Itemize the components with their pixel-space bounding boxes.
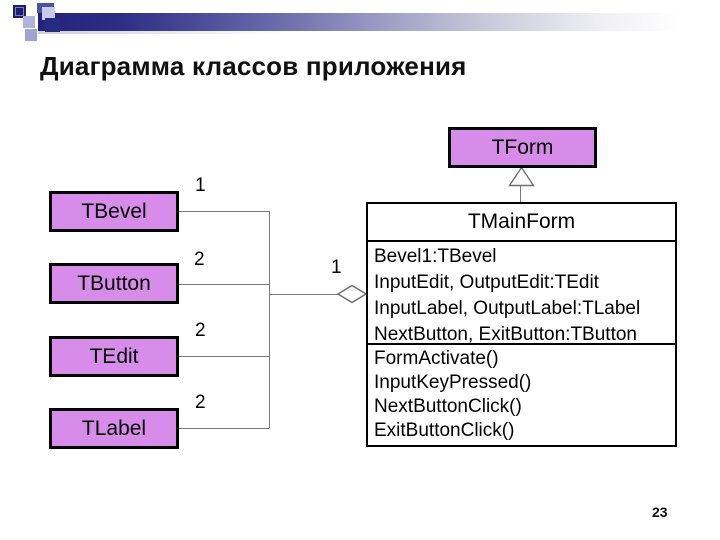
deco-square-navy-2	[45, 18, 60, 32]
class-box-tmainform: TMainForm Bevel1:TBevel InputEdit, Outpu…	[366, 202, 677, 447]
deco-square-periwinkle	[42, 7, 55, 20]
class-name-label: TButton	[77, 271, 151, 295]
tmainform-attributes: Bevel1:TBevel InputEdit, OutputEdit:TEdi…	[368, 242, 675, 345]
multiplicity-label-aggregation: 1	[331, 257, 342, 278]
inheritance-line	[520, 186, 521, 202]
class-name-label: TForm	[491, 135, 554, 159]
class-name-label: TEdit	[89, 344, 139, 368]
tmainform-header: TMainForm	[368, 204, 675, 242]
aggregation-diamond-icon	[337, 284, 367, 304]
association-line-tlabel	[179, 428, 269, 429]
multiplicity-label-tedit: 2	[195, 320, 206, 341]
class-box-tbevel: TBevel	[49, 191, 179, 232]
attribute-row: Bevel1:TBevel	[374, 246, 497, 267]
slide-title: Диаграмма классов приложения	[40, 51, 467, 81]
aggregation-line	[269, 294, 338, 295]
method-row: InputKeyPressed()	[374, 372, 532, 393]
class-box-tedit: TEdit	[49, 336, 179, 377]
page-number: 23	[652, 504, 668, 520]
header-bar	[38, 13, 720, 31]
method-row: NextButtonClick()	[374, 396, 522, 417]
class-name-label: TBevel	[81, 199, 147, 223]
attribute-row: NextButton, ExitButton:TButton	[374, 324, 637, 345]
association-line-tbevel	[179, 211, 269, 212]
attribute-row: InputLabel, OutputLabel:TLabel	[374, 298, 641, 319]
inheritance-triangle-icon	[508, 166, 535, 187]
method-row: FormActivate()	[374, 348, 499, 369]
class-box-tbutton: TButton	[49, 263, 179, 304]
class-box-tform: TForm	[448, 127, 597, 168]
class-box-tlabel: TLabel	[49, 408, 179, 449]
deco-square-lavender-1	[23, 16, 35, 28]
method-row: ExitButtonClick()	[374, 420, 515, 441]
association-line-tedit	[179, 356, 269, 357]
deco-square-navy	[13, 5, 26, 18]
multiplicity-label-tbevel: 1	[195, 175, 206, 196]
tmainform-methods: FormActivate() InputKeyPressed() NextBut…	[368, 345, 675, 445]
deco-square-lavender-2	[25, 29, 37, 41]
deco-square-ring	[15, 7, 24, 16]
class-name-label: TLabel	[81, 416, 147, 440]
multiplicity-label-tbutton: 2	[194, 249, 205, 270]
association-line-tbutton	[179, 284, 269, 285]
header-bar-shadow	[38, 31, 288, 34]
association-trunk-line	[269, 211, 270, 428]
attribute-row: InputEdit, OutputEdit:TEdit	[374, 272, 599, 293]
multiplicity-label-tlabel: 2	[195, 392, 206, 413]
